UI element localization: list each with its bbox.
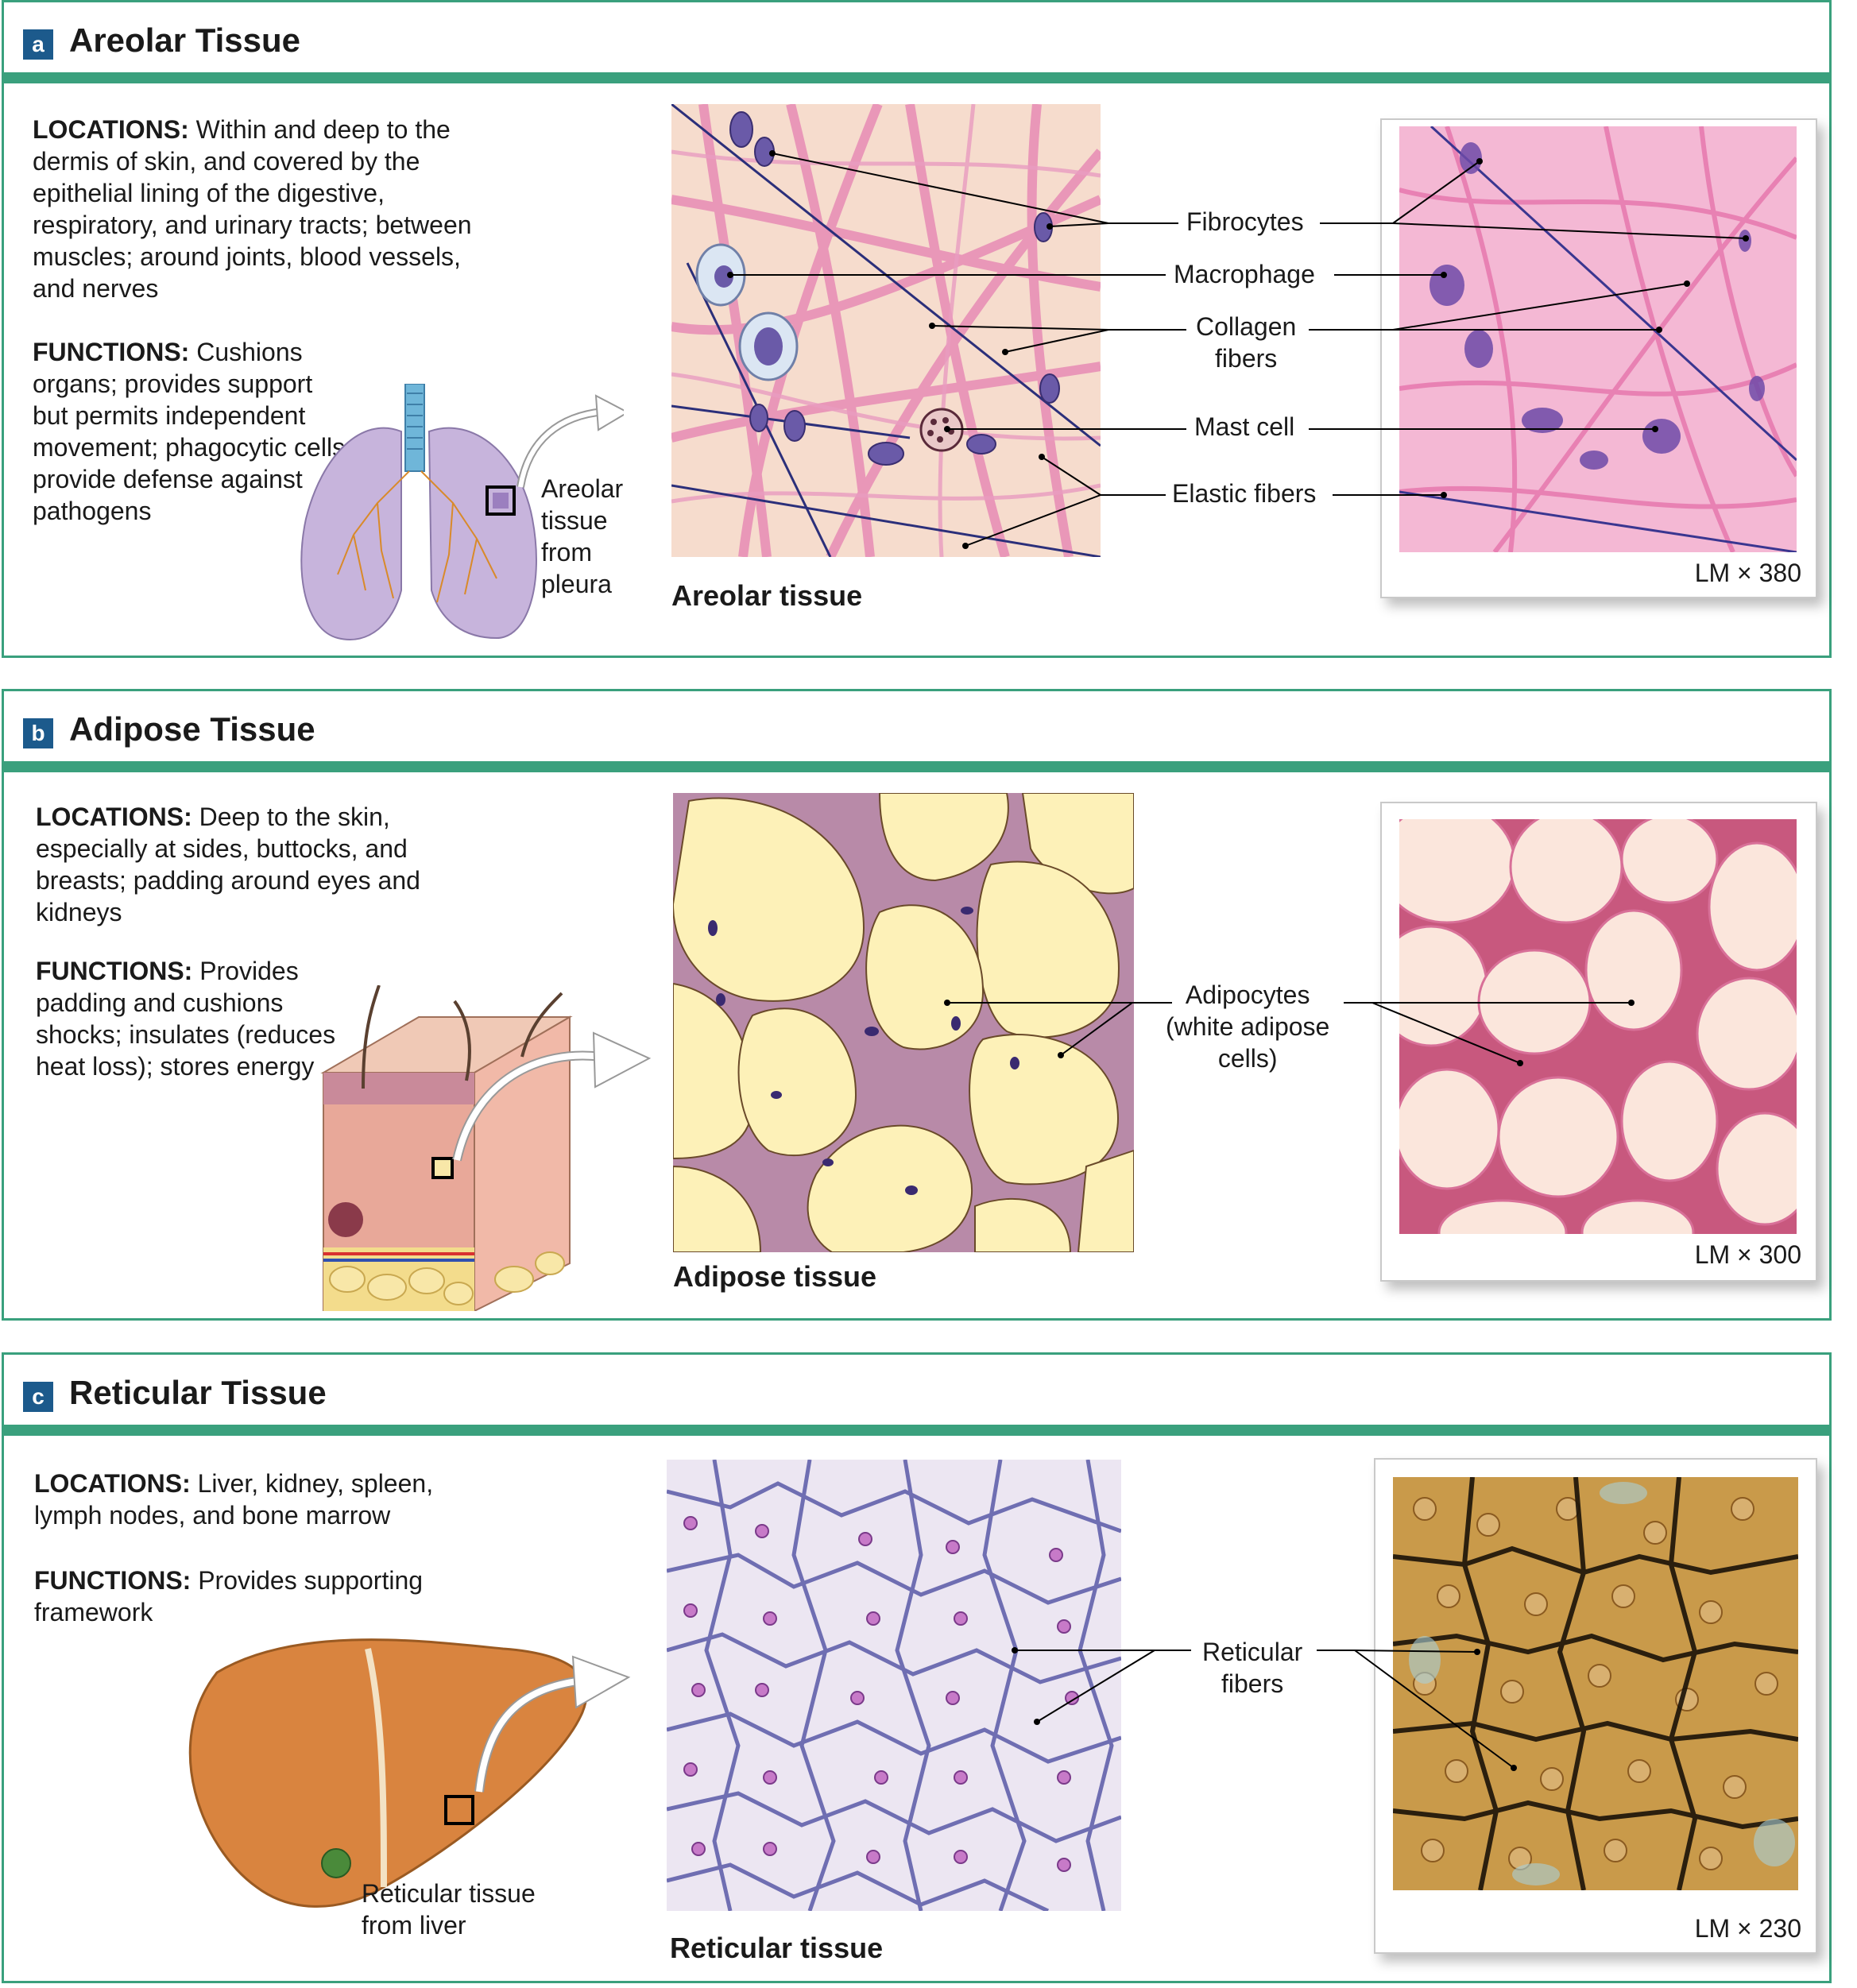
panel-badge: a [23,29,53,60]
panel-title: Adipose Tissue [69,710,315,748]
micrograph-frame: LM × 230 [1374,1458,1817,1954]
functions-text: FUNCTIONS: Provides padding and cushions… [36,957,336,1081]
drawing-caption: Adipose tissue [673,1260,877,1293]
locations-text: LOCATIONS: Within and deep to the dermis… [33,115,472,303]
magnification: LM × 380 [1694,559,1801,587]
micrograph-frame: LM × 300 [1380,802,1817,1282]
panel-adipose-tissue: b Adipose Tissue LOCATIONS: Deep to the … [2,689,1832,1321]
lungs-illustration [300,384,624,640]
panel-header: b Adipose Tissue [4,691,1829,772]
label-fibrocytes: Fibrocytes [1186,207,1304,236]
panel-title: Areolar Tissue [69,21,301,59]
locations-text: LOCATIONS: Deep to the skin, especially … [36,803,420,926]
adipose-micrograph [1399,819,1797,1234]
panel-areolar-tissue: a Areolar Tissue LOCATIONS: Within and d… [2,0,1832,658]
label-adipocytes: Adipocytes (white adipose cells) [1166,980,1330,1073]
skin-illustration [320,985,652,1311]
label-elastic-fibers: Elastic fibers [1172,479,1317,508]
drawing-caption: Reticular tissue [670,1932,884,1964]
organ-label: Areolar tissue from pleura [541,474,624,598]
panel-reticular-tissue: c Reticular Tissue LOCATIONS: Liver, kid… [2,1352,1832,1983]
liver-illustration [188,1638,631,1908]
panel-badge: b [23,718,53,748]
areolar-drawing [671,104,1101,557]
reticular-micrograph [1393,1477,1798,1890]
adipose-drawing [673,793,1134,1252]
magnification: LM × 300 [1694,1240,1801,1269]
label-mast-cell: Mast cell [1194,412,1295,441]
areolar-micrograph [1399,126,1797,552]
organ-label: Reticular tissue from liver [362,1879,536,1940]
panel-badge: c [23,1382,53,1412]
micrograph-frame: LM × 380 [1380,118,1817,598]
functions-text: FUNCTIONS: Provides supporting framework [34,1566,424,1626]
label-macrophage: Macrophage [1174,260,1315,288]
panel-header: a Areolar Tissue [4,2,1829,83]
panel-header: c Reticular Tissue [4,1355,1829,1436]
label-reticular-fibers: Reticular fibers [1202,1638,1303,1698]
locations-text: LOCATIONS: Liver, kidney, spleen, lymph … [34,1469,434,1530]
functions-text: FUNCTIONS: Cushions organs; provides sup… [33,338,346,525]
label-collagen-fibers: Collagen fibers [1196,312,1297,373]
drawing-caption: Areolar tissue [671,579,863,612]
panel-title: Reticular Tissue [69,1374,327,1411]
magnification: LM × 230 [1694,1914,1801,1943]
reticular-drawing [667,1460,1121,1911]
